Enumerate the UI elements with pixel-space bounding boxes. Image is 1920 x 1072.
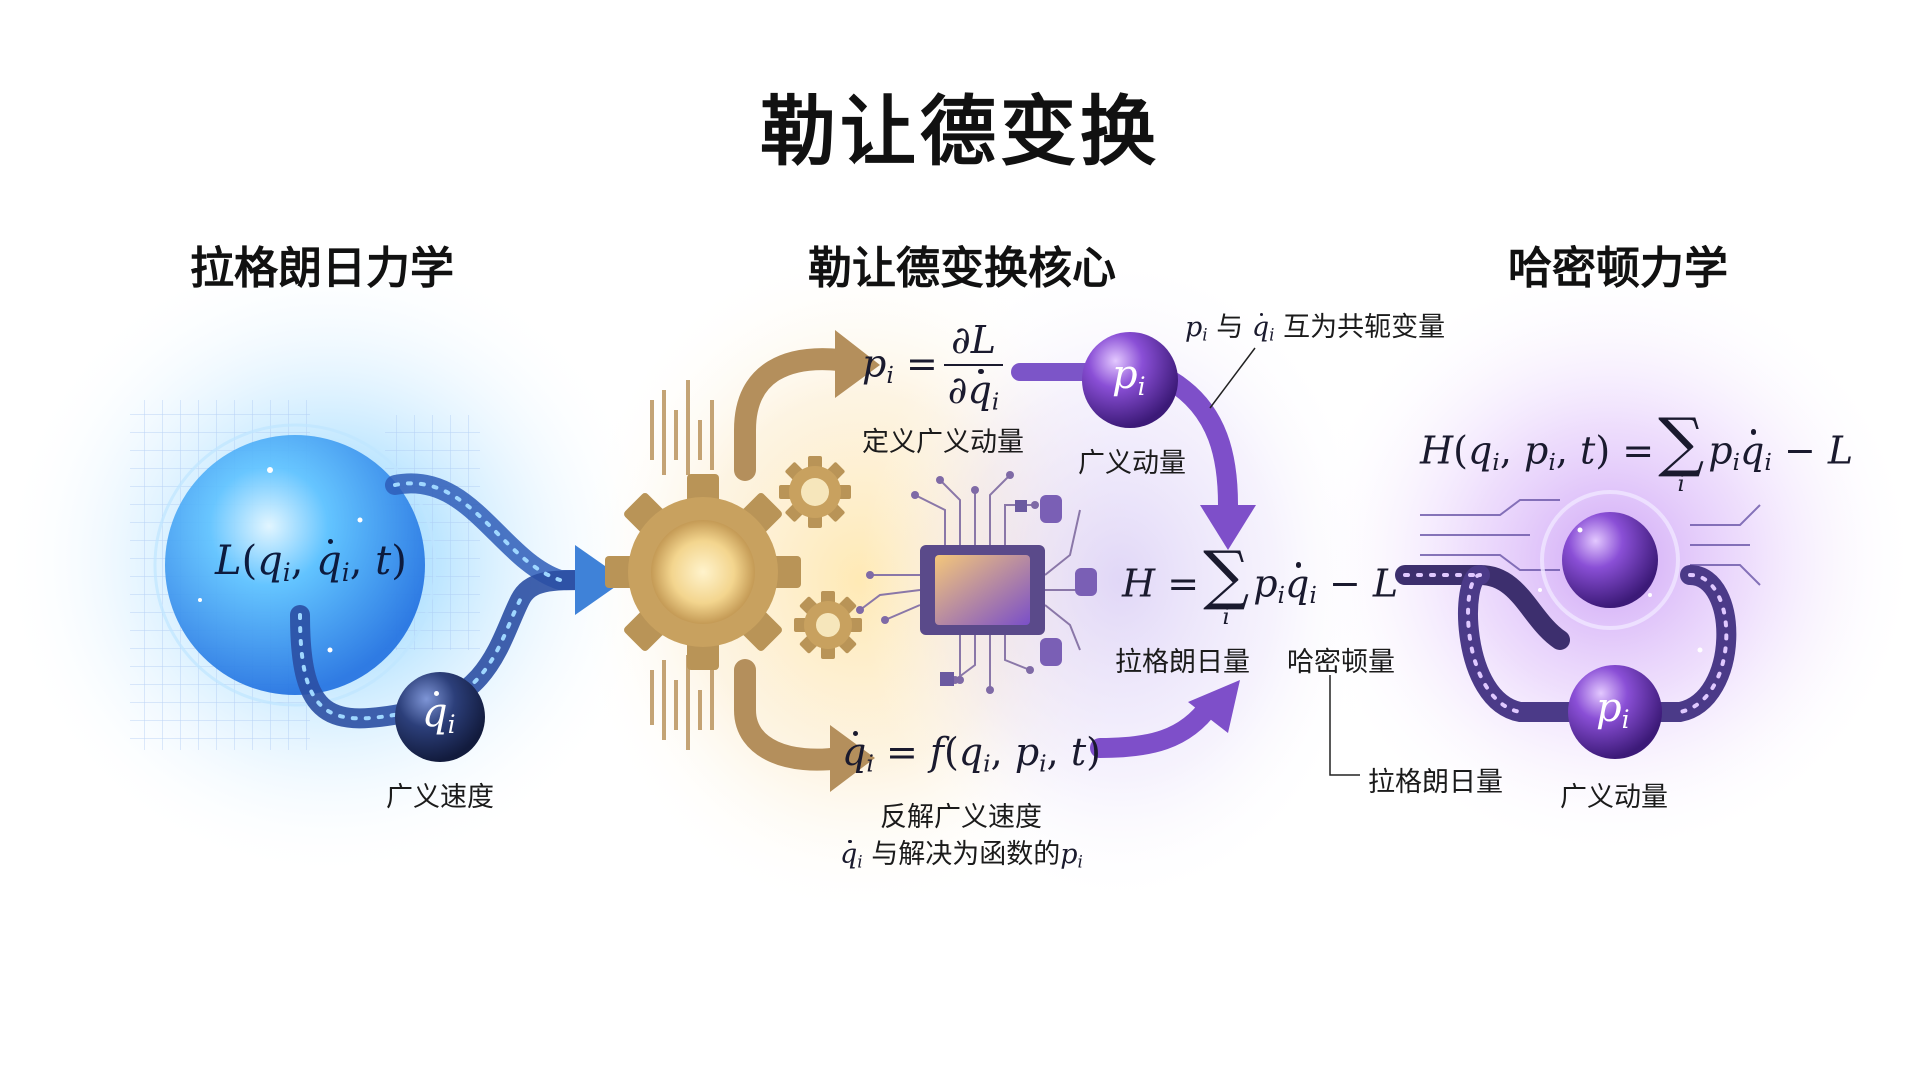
section-title-hamiltonian: 哈密顿力学 [1508, 243, 1728, 294]
conjugate-note: pi 与 qi 互为共轭变量 [1185, 312, 1446, 345]
solve-note: qi 与解决为函数的pi [840, 839, 1083, 872]
momentum-definition-formula: pi =∂L∂qi [862, 318, 1009, 416]
gear-icon [794, 591, 862, 659]
generalized-momentum-label-center: 广义动量 [1078, 448, 1186, 479]
lagrangian-callout-label: 拉格朗日量 [1368, 767, 1503, 798]
chip-icon [920, 545, 1045, 635]
section-title-lagrangian: 拉格朗日力学 [190, 243, 454, 294]
lagrangian-formula: L(qi, qi, t) [215, 538, 407, 587]
generalized-velocity-label: 广义速度 [386, 782, 494, 813]
pi-ball-label-right: pi [1596, 685, 1630, 734]
hamiltonian-quantity-label: 哈密顿量 [1287, 647, 1395, 678]
gear-icon [605, 474, 801, 670]
define-momentum-label: 定义广义动量 [862, 427, 1024, 458]
generalized-momentum-label-right: 广义动量 [1560, 782, 1668, 813]
database-icon [1040, 495, 1097, 666]
lagrangian-quantity-label: 拉格朗日量 [1115, 647, 1250, 678]
section-title-core: 勒让德变换核心 [808, 243, 1116, 294]
qdot-ball-label: qi [422, 690, 456, 739]
arrow-icon [575, 545, 625, 615]
page-title: 勒让德变换 [760, 87, 1160, 176]
gear-icon [779, 456, 851, 528]
pi-ball-label-center: pi [1112, 352, 1146, 401]
inverse-velocity-label: 反解广义速度 [880, 802, 1042, 833]
inverse-velocity-formula: qi = f(qi, pi, t) [842, 730, 1101, 778]
